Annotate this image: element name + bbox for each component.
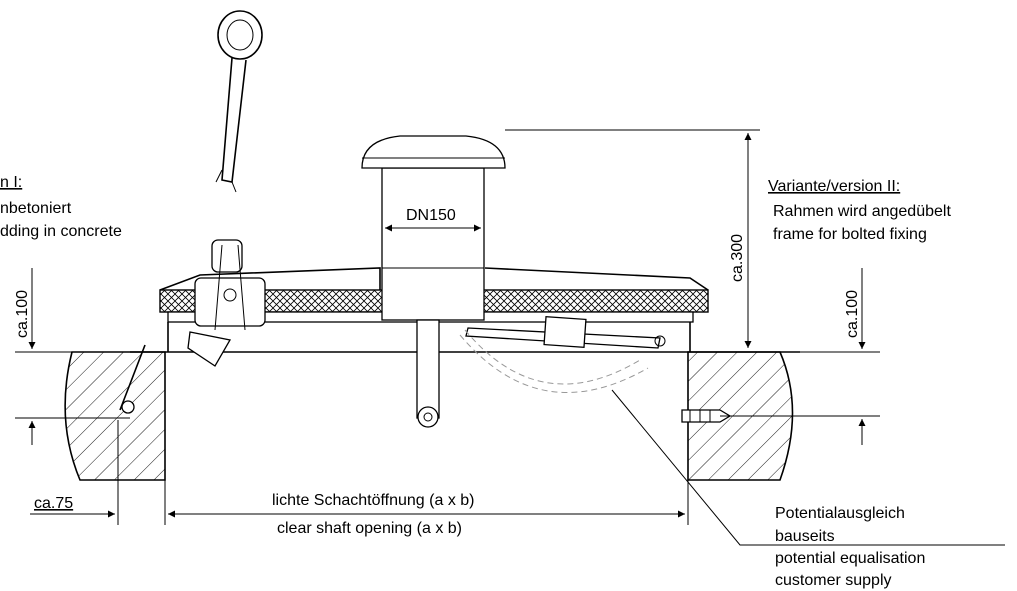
dowel-anchor	[681, 409, 732, 423]
version2-line1: Rahmen wird angedübelt	[773, 203, 951, 220]
concrete-left	[64, 344, 166, 481]
equalisation-de-1: Potentialausgleich	[775, 505, 905, 522]
equalisation-en-1: potential equalisation	[775, 550, 925, 567]
version1-line2: dding in concrete	[0, 223, 122, 240]
dimensions	[15, 129, 1005, 546]
opening-de-label: lichte Schachtöffnung (a x b)	[272, 492, 475, 509]
offset-left-label: ca.75	[34, 495, 73, 512]
version1-heading: n I:	[0, 174, 22, 191]
opening-en-label: clear shaft opening (a x b)	[277, 520, 462, 537]
equalisation-de-2: bauseits	[775, 528, 835, 545]
height-right-label: ca.100	[844, 290, 861, 338]
height-total-label: ca.300	[729, 234, 746, 282]
equalisation-en-2: customer supply	[775, 572, 892, 589]
version2-heading: Variante/version II:	[768, 178, 900, 195]
lifting-key	[215, 10, 263, 193]
pipe-diameter-label: DN150	[406, 207, 456, 224]
version1-line1: nbetoniert	[0, 200, 72, 217]
cover-assembly	[130, 135, 800, 428]
version2-line2: frame for bolted fixing	[773, 226, 927, 243]
lock-mechanism	[187, 239, 266, 367]
gas-spring	[465, 315, 666, 349]
height-left-label: ca.100	[14, 290, 31, 338]
